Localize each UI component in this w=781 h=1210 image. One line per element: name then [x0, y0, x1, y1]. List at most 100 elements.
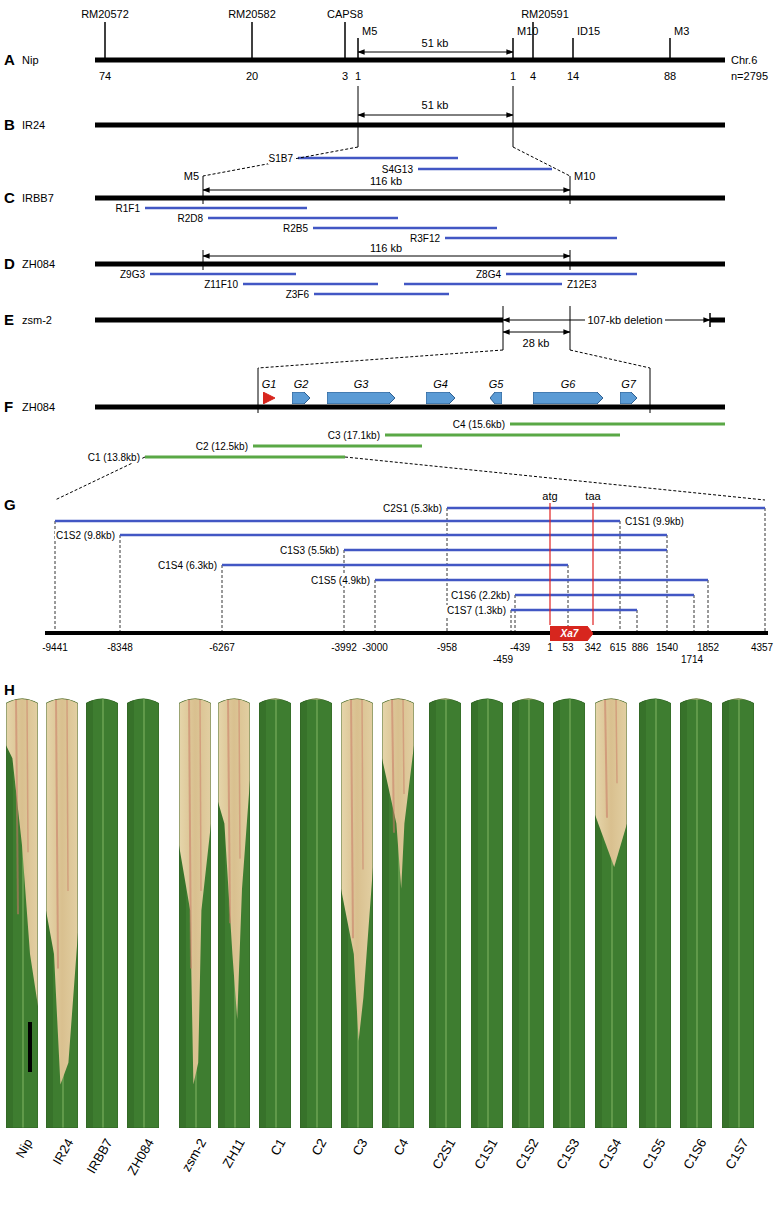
panel-letter: B	[4, 117, 15, 134]
chromosome-e	[95, 306, 725, 368]
leaf-part	[275, 697, 276, 1128]
clone-label: C2 (12.5kb)	[195, 441, 249, 452]
chromosome-d-part	[243, 283, 378, 286]
leaf-part	[228, 697, 230, 923]
clone-label: C1S2 (9.8kb)	[55, 530, 116, 541]
chromosome-f-part	[95, 405, 725, 410]
subclone-map-g-part-part	[637, 610, 638, 631]
panel-letter: H	[4, 682, 15, 699]
leaf-part	[680, 699, 712, 1129]
chromosome-b-part	[298, 157, 458, 160]
chromosome-b-part	[513, 147, 570, 176]
gene-outline	[327, 392, 395, 404]
line-name-label: C1S4	[597, 1136, 626, 1171]
leaf-part	[189, 697, 191, 969]
panel-letter: G	[4, 497, 16, 514]
gene-outline	[426, 392, 455, 404]
position-number: 1852	[697, 642, 719, 653]
clone-label: Z9G3	[119, 269, 146, 280]
line-name-label: C1S6	[682, 1136, 711, 1171]
dimension-label: 107-kb deletion	[585, 314, 664, 326]
chromosome-a-part	[669, 38, 671, 60]
subclone-map-g	[45, 503, 768, 633]
leaf-part	[429, 699, 461, 1129]
gene-name: Xa7	[561, 628, 579, 639]
gene-shape	[533, 392, 603, 404]
clone-label: C1S5 (4.9kb)	[310, 575, 371, 586]
position-number: -958	[437, 642, 457, 653]
leaf-part	[471, 699, 503, 1129]
leaf-part	[362, 697, 363, 869]
chromosome-d-part	[203, 256, 570, 257]
chromosome-b-part	[203, 147, 358, 176]
leaf-part	[200, 697, 201, 891]
annotation-label: 14	[567, 70, 579, 82]
leaf	[553, 697, 585, 1128]
line-name-label: Nip	[14, 1136, 36, 1160]
annotation-label: M10	[574, 170, 595, 182]
gene-label: G1	[262, 378, 277, 390]
annotation-label: RM20572	[81, 8, 129, 20]
subclone-map-g-part-part	[120, 535, 121, 631]
leaf-part	[738, 697, 739, 1128]
gene-outline	[490, 392, 502, 404]
leaf-part	[680, 697, 687, 1128]
leaf	[471, 697, 503, 1128]
chromosome-f-part	[385, 434, 620, 437]
position-number: -3992	[331, 642, 357, 653]
panel-letter: E	[4, 312, 14, 329]
leaf-part	[553, 699, 585, 1129]
chromosome-e-part	[710, 318, 725, 323]
leaf-part	[616, 697, 617, 783]
annotation-label: ZH084	[22, 401, 55, 413]
leaf	[218, 693, 250, 1128]
subclone-map-g-part-part	[515, 594, 694, 597]
line-name-label: IRBB7	[85, 1136, 116, 1176]
annotation-label: 88	[664, 70, 676, 82]
subclone-map-g-part-part	[375, 579, 708, 582]
leaf-part	[127, 697, 134, 1128]
gene-arrow: G1	[263, 392, 275, 404]
gene-outline	[620, 392, 637, 404]
chromosome-f-part	[55, 457, 145, 500]
annotation-label: M10	[517, 25, 538, 37]
chromosome-f-part	[510, 423, 725, 426]
gene-label: G4	[433, 378, 448, 390]
clone-label: Z8G4	[475, 269, 502, 280]
annotation-label: RM20591	[521, 8, 569, 20]
gene-arrow: G3	[327, 392, 395, 404]
chromosome-d-part	[506, 273, 637, 276]
chromosome-f-part	[145, 456, 345, 459]
chromosome-c	[95, 176, 725, 238]
leaf-part	[512, 697, 519, 1128]
gene-arrow: G2	[292, 392, 310, 404]
leaf	[341, 693, 373, 1128]
leaf-part	[67, 697, 68, 891]
line-name-label: ZH084	[125, 1136, 157, 1177]
annotation-label: zsm-2	[22, 314, 52, 326]
leaf-part	[429, 697, 436, 1128]
leaf-part	[341, 693, 373, 1041]
chromosome-c-part	[145, 207, 307, 210]
gene-shape	[327, 392, 395, 404]
clone-label: C1S3 (5.5kb)	[279, 545, 340, 556]
annotation-label: CAPS8	[327, 8, 363, 20]
line-name-label: C2S1	[431, 1136, 460, 1171]
leaf-part	[351, 697, 353, 938]
leaf-part	[239, 697, 240, 859]
leaf-part	[655, 697, 656, 1128]
gene-shape	[620, 392, 637, 404]
chromosome-b-part	[358, 115, 513, 116]
position-number: 1	[547, 642, 553, 653]
clone-label: R3F12	[409, 233, 441, 244]
chromosome-a-part	[104, 22, 106, 60]
leaf-part	[86, 699, 118, 1129]
panel-letter: C	[4, 190, 15, 207]
chromosome-a-part	[251, 22, 253, 60]
leaf	[382, 693, 414, 1128]
annotation-label: IRBB7	[22, 192, 54, 204]
panel-letter: D	[4, 256, 15, 273]
chromosome-e-part	[95, 318, 503, 323]
leaf-part	[639, 699, 671, 1129]
